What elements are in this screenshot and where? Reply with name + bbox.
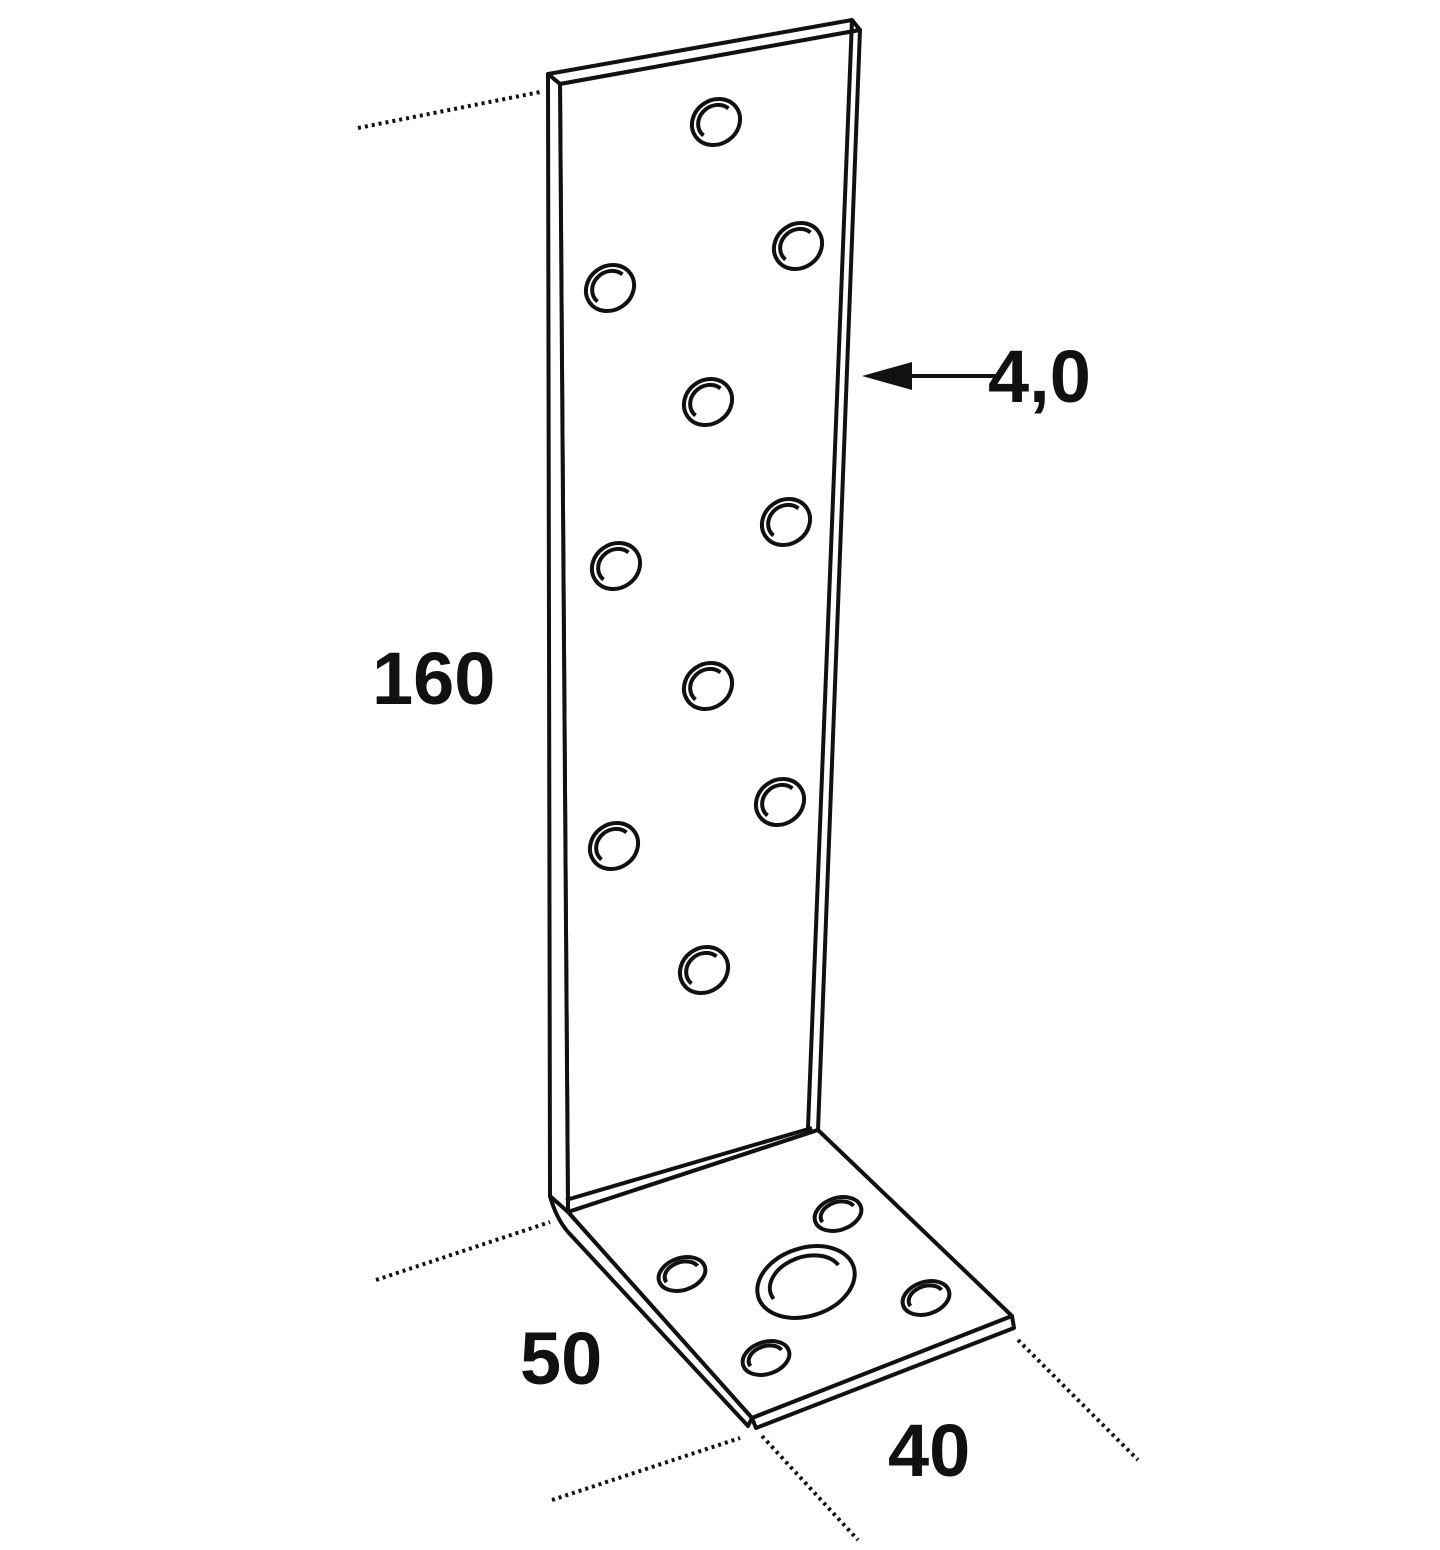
base-center-hole-countersink — [767, 1253, 840, 1301]
extension-line-width-right — [1016, 1338, 1140, 1462]
extension-line-top — [357, 90, 541, 130]
thickness-arrow — [862, 362, 996, 390]
plate-right-thickness-line — [806, 19, 854, 1129]
base-left-edge — [548, 1194, 754, 1428]
plate-hole-3 — [583, 262, 637, 314]
plate-hole-1-countersink — [696, 102, 730, 138]
plate-hole-1 — [689, 96, 743, 148]
base-front-edge — [750, 1314, 1016, 1430]
depth-dimension-label: 50 — [520, 1317, 602, 1400]
vertical-plate — [546, 18, 862, 1215]
base-hole-2-countersink — [662, 1259, 700, 1284]
plate-hole-5-countersink — [766, 502, 800, 538]
plate-hole-9-countersink — [594, 826, 628, 862]
base-hole-3-countersink — [906, 1283, 944, 1308]
plate-hole-8-countersink — [760, 782, 794, 818]
base-holes — [656, 1195, 952, 1377]
base-hole-4-countersink — [746, 1343, 784, 1368]
base-center-hole-rim — [755, 1244, 857, 1320]
thickness-arrow-head — [862, 362, 912, 390]
plate-hole-6-countersink — [596, 546, 630, 582]
base-hole-2 — [656, 1255, 708, 1293]
plate-hole-9 — [587, 820, 641, 872]
thickness-dimension-label: 4,0 — [988, 335, 1091, 418]
width-dimension-label: 40 — [888, 1409, 970, 1492]
plate-hole-10-countersink — [684, 950, 718, 986]
extension-line-base-left — [375, 1220, 551, 1282]
plate-hole-10 — [677, 944, 731, 996]
plate-hole-4-countersink — [688, 382, 722, 418]
plate-hole-5 — [759, 496, 813, 548]
plate-hole-2-countersink — [778, 226, 812, 262]
base-hole-3 — [900, 1279, 952, 1317]
plate-hole-2 — [771, 220, 825, 272]
extension-line-base-front — [551, 1436, 741, 1502]
bend-line-inner — [565, 1126, 813, 1202]
plate-hole-4 — [681, 376, 735, 428]
plate-hole-7-countersink — [688, 666, 722, 702]
plate-front-face — [558, 28, 862, 1214]
plate-holes — [583, 96, 825, 996]
extension-lines — [357, 90, 1140, 1542]
base-hole-1 — [812, 1195, 864, 1233]
plate-hole-6 — [589, 540, 643, 592]
plate-hole-3-countersink — [590, 268, 624, 304]
base-hole-4 — [740, 1339, 792, 1377]
plate-hole-8 — [753, 776, 807, 828]
height-dimension-label: 160 — [372, 637, 495, 720]
base-center-hole — [755, 1244, 857, 1320]
extension-line-width-left — [760, 1434, 860, 1542]
plate-hole-7 — [681, 660, 735, 712]
base-hole-1-countersink — [818, 1199, 856, 1224]
